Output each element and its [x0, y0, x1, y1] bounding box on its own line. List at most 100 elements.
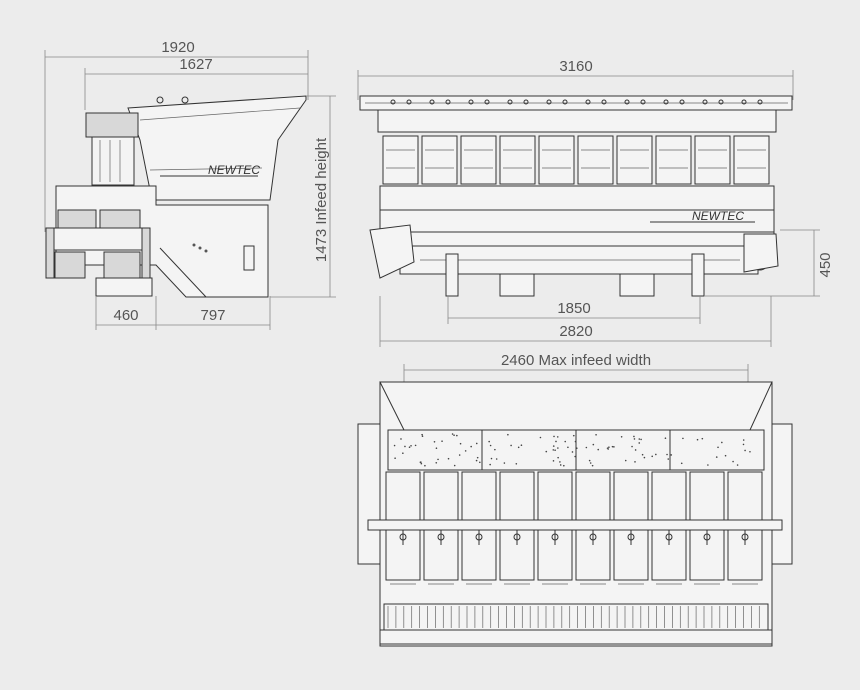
side-infeed-height-label: 1473 Infeed height	[313, 137, 330, 262]
dot	[574, 440, 577, 443]
dim-front-leg-span: 1850	[447, 296, 701, 324]
front-chute	[382, 99, 419, 185]
dot	[559, 464, 562, 466]
side-base-right-label: 797	[200, 307, 225, 324]
top-view: 2460 Max infeed width	[357, 352, 793, 647]
dot	[724, 454, 727, 457]
dot	[591, 464, 594, 467]
dot	[419, 461, 422, 463]
dot	[592, 443, 595, 446]
dot	[634, 449, 637, 451]
dot	[402, 452, 404, 455]
dot	[588, 459, 591, 462]
dot	[571, 451, 574, 453]
dot	[435, 461, 438, 464]
dot	[421, 433, 423, 436]
dot	[651, 455, 654, 458]
dot	[607, 448, 609, 450]
dot	[433, 441, 436, 443]
dot	[456, 434, 458, 437]
side-machine-outline: NEWTEC	[45, 95, 307, 298]
dot	[732, 460, 734, 463]
dot	[666, 453, 668, 456]
dot	[479, 461, 481, 464]
dot	[563, 464, 565, 467]
top-chute	[613, 471, 649, 585]
dot	[515, 462, 518, 465]
dot	[613, 446, 615, 448]
dim-side-total-width: 1920	[44, 39, 309, 232]
dot	[742, 443, 745, 446]
front-total-width-label: 3160	[559, 58, 592, 75]
front-chute	[421, 99, 458, 185]
dot	[453, 434, 455, 436]
dot	[453, 464, 456, 467]
dot	[490, 457, 493, 460]
dot	[633, 438, 636, 440]
dot	[555, 440, 557, 443]
dot	[682, 437, 684, 440]
front-chute	[538, 99, 575, 185]
dot	[539, 436, 542, 439]
dot	[421, 435, 424, 437]
dot	[742, 439, 745, 441]
side-base-left-label: 460	[113, 307, 138, 324]
dot	[557, 447, 559, 449]
front-chute	[499, 99, 536, 185]
dot	[394, 457, 396, 460]
top-chute	[385, 471, 421, 585]
dim-side-hopper-width: 1627	[84, 56, 308, 110]
dot	[470, 445, 472, 448]
dot	[554, 449, 556, 452]
front-chute-modules	[382, 99, 770, 185]
top-chute	[499, 471, 535, 585]
top-max-infeed-width-label: 2460 Max infeed width	[501, 352, 651, 369]
dim-side-base: 460 797	[95, 296, 271, 330]
outlet-grill	[387, 606, 760, 628]
top-chute	[689, 471, 725, 585]
front-outlet-height-label: 450	[817, 252, 834, 277]
dot	[447, 457, 450, 460]
dot	[495, 458, 498, 460]
dot	[437, 458, 439, 461]
top-chute	[651, 471, 687, 585]
front-chute	[460, 99, 497, 185]
front-chute	[733, 99, 770, 185]
infeed-dots	[393, 433, 751, 467]
dot	[667, 458, 670, 460]
dim-side-infeed-height: 1473 Infeed height	[270, 95, 336, 298]
dot	[638, 438, 641, 440]
dot	[476, 456, 479, 459]
top-chute	[537, 471, 573, 585]
dot	[441, 440, 443, 442]
dot	[520, 444, 523, 447]
dot	[475, 459, 478, 462]
dot	[552, 445, 555, 447]
front-chute	[655, 99, 692, 185]
dot	[564, 440, 567, 443]
top-chute	[423, 471, 459, 585]
dot	[424, 464, 426, 467]
dot	[410, 445, 412, 447]
dot	[553, 435, 555, 438]
dim-front-total-width: 3160	[357, 58, 794, 100]
dot	[552, 460, 555, 462]
dot	[620, 435, 623, 438]
dim-front-frame-width: 2820	[379, 296, 772, 347]
dot	[489, 444, 492, 447]
front-chute	[694, 99, 731, 185]
dot	[507, 433, 509, 436]
dot	[595, 433, 597, 436]
dot	[517, 446, 520, 449]
dot	[488, 440, 490, 443]
dot	[408, 446, 411, 448]
dot	[572, 434, 575, 437]
dot	[435, 447, 438, 450]
dot	[475, 442, 478, 445]
dot	[545, 450, 548, 453]
dot	[420, 462, 423, 465]
dot	[715, 456, 718, 458]
dot	[640, 438, 642, 441]
dot	[749, 450, 751, 453]
dot	[670, 454, 673, 456]
